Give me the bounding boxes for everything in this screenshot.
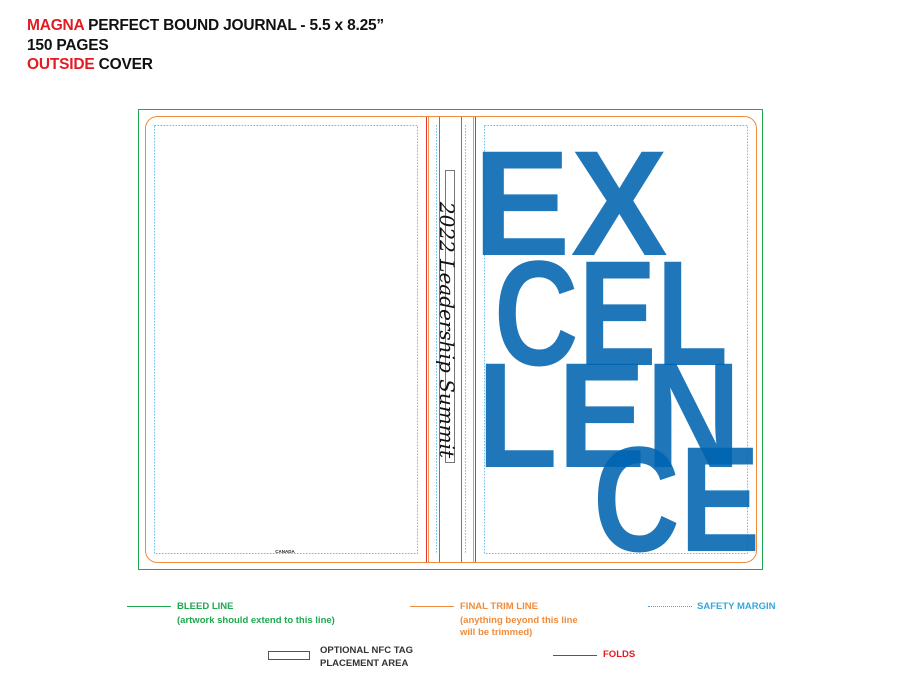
header-line-2: 150 PAGES [27, 37, 109, 54]
legend-safety-title: SAFETY MARGIN [697, 601, 776, 612]
spine-title: 2022 Leadership Summit [435, 201, 459, 459]
legend-safety-swatch [648, 606, 692, 607]
header-line-1: MAGNA PERFECT BOUND JOURNAL - 5.5 x 8.25… [27, 16, 384, 35]
excellence-line-4: CE [593, 415, 760, 583]
front-safety-margin [484, 125, 748, 554]
legend-folds-title: FOLDS [603, 649, 636, 660]
front-cover-art: EX CEL LEN CE [473, 119, 760, 583]
bleed-line [138, 109, 763, 570]
excellence-line-1: EX [473, 119, 668, 287]
legend-nfc-title-1: OPTIONAL NFC TAG [320, 645, 414, 656]
excellence-line-2: CEL [494, 229, 728, 397]
legend-bleed-note: (artwork should extend to this line) [177, 615, 335, 626]
header-line-3: OUTSIDE COVER [27, 55, 153, 74]
legend-folds-swatch [553, 655, 597, 656]
legend-bleed-title: BLEED LINE [177, 601, 234, 612]
cover-side-label: OUTSIDE [27, 56, 95, 73]
excellence-line-3: LEN [477, 331, 741, 499]
spine-nfc-area [445, 170, 455, 463]
legend-trim-note-2: will be trimmed) [460, 627, 533, 638]
legend-nfc-swatch [268, 651, 310, 660]
brand-name: MAGNA [27, 17, 84, 34]
back-safety-margin [154, 125, 418, 554]
cover-label: COVER [94, 56, 153, 73]
back-cover-label: CANADA [275, 549, 295, 554]
legend-trim-note-1: (anything beyond this line [460, 615, 578, 626]
legend-trim-swatch [410, 606, 454, 607]
product-title: PERFECT BOUND JOURNAL - 5.5 x 8.25” [83, 17, 384, 34]
legend-nfc-title-2: PLACEMENT AREA [320, 658, 409, 669]
legend-trim-title: FINAL TRIM LINE [460, 601, 538, 612]
trim-line [145, 116, 757, 563]
legend-bleed-swatch [127, 606, 171, 607]
